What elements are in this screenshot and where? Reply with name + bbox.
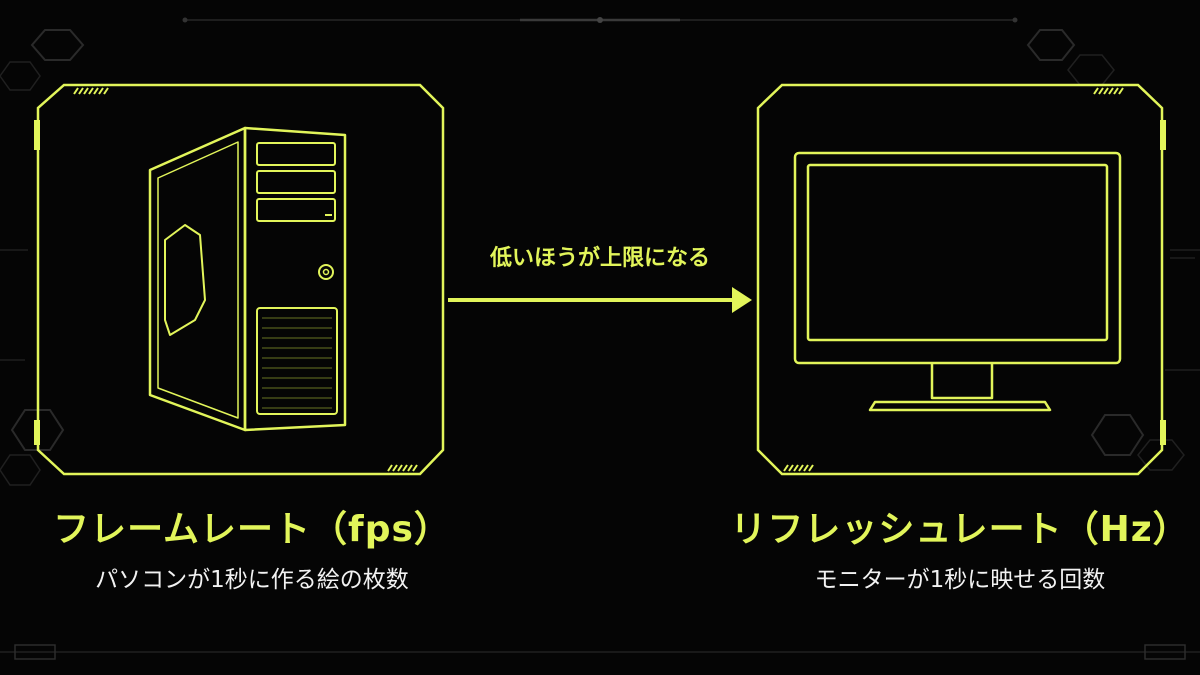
arrow-label: 低いほうが上限になる (489, 246, 710, 271)
arrow-right-icon (448, 287, 752, 313)
right-panel-title: リフレッシュレート（Hz） (730, 509, 1190, 550)
left-panel-subtitle: パソコンが1秒に作る絵の枚数 (95, 567, 409, 593)
left-panel-title: フレームレート（fps） (53, 509, 451, 550)
pc-tower-icon (148, 126, 347, 432)
left-panel-frame (34, 83, 445, 476)
monitor-icon (793, 151, 1122, 412)
right-panel-subtitle: モニターが1秒に映せる回数 (814, 567, 1106, 593)
right-panel-frame (756, 83, 1166, 476)
